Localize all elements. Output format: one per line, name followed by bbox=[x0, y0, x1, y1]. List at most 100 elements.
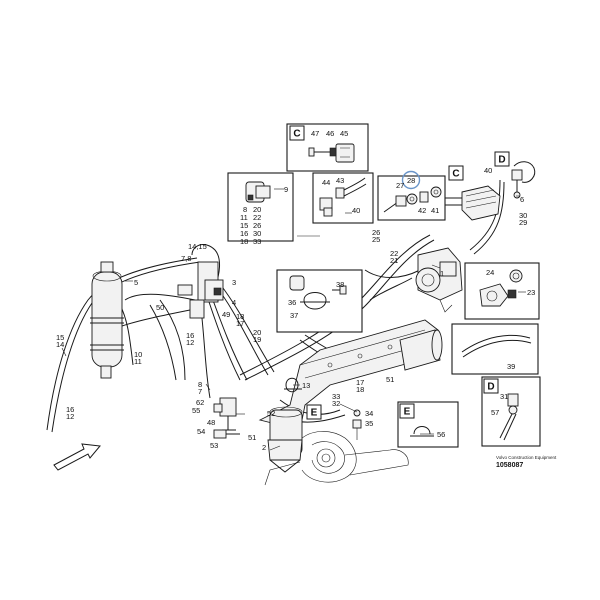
detail-box-e-center: E bbox=[306, 404, 362, 440]
label-26a: 26 bbox=[253, 221, 261, 230]
detail-box-hose-39 bbox=[451, 323, 539, 375]
label-19: 19 bbox=[253, 335, 261, 344]
label-20a: 20 bbox=[253, 205, 261, 214]
label-22: 22 bbox=[390, 249, 398, 258]
label-16b: 16 bbox=[66, 405, 74, 414]
detail-box-clip-9 bbox=[227, 172, 294, 242]
detail-box-clamp-36 bbox=[276, 269, 363, 333]
frame-rail bbox=[258, 319, 443, 431]
label-36: 36 bbox=[288, 298, 296, 307]
label-41: 41 bbox=[431, 206, 439, 215]
label-15: 15 bbox=[56, 333, 64, 342]
label-48: 48 bbox=[207, 418, 215, 427]
label-14: 14 bbox=[56, 340, 64, 349]
label-10: 10 bbox=[134, 350, 142, 359]
label-24: 24 bbox=[486, 268, 494, 277]
axle-housing bbox=[264, 431, 409, 486]
detail-letter-e-right: E bbox=[404, 407, 411, 418]
valve-62 bbox=[213, 397, 237, 431]
label-17b: 17 bbox=[356, 378, 364, 387]
label-40: 40 bbox=[484, 166, 492, 175]
detail-letter-d-top: D bbox=[498, 155, 505, 166]
detail-box-d-top: D bbox=[494, 151, 536, 199]
label-53: 53 bbox=[210, 441, 218, 450]
label-13: 13 bbox=[302, 381, 310, 390]
label-46: 46 bbox=[326, 129, 334, 138]
label-51b: 51 bbox=[386, 375, 394, 384]
valve-block-center bbox=[177, 261, 224, 319]
brand-text: Volvo Construction Equipment bbox=[496, 455, 557, 460]
label-43: 43 bbox=[336, 176, 344, 185]
label-12b: 12 bbox=[66, 412, 74, 421]
label-52: 52 bbox=[267, 409, 275, 418]
label-27: 27 bbox=[396, 181, 404, 190]
air-dryer-2 bbox=[267, 406, 303, 473]
label-47: 47 bbox=[311, 129, 319, 138]
compressor-1 bbox=[415, 247, 463, 313]
label-18a: 18 bbox=[240, 237, 248, 246]
diagram-id: 1058087 bbox=[496, 462, 524, 469]
detail-letter-e-center: E bbox=[311, 408, 318, 419]
part-number-labels: 47 46 45 9 8 20 11 22 15 26 16 30 18 33 … bbox=[56, 129, 535, 452]
label-49: 49 bbox=[222, 310, 230, 319]
detail-box-c-top: C bbox=[286, 123, 369, 172]
label-9: 9 bbox=[284, 185, 288, 194]
label-8a: 8 bbox=[243, 205, 247, 214]
label-57: 57 bbox=[491, 408, 499, 417]
label-33a: 33 bbox=[253, 237, 261, 246]
label-18: 18 bbox=[236, 312, 244, 321]
label-44: 44 bbox=[322, 178, 330, 187]
label-11a: 11 bbox=[240, 213, 248, 222]
label-56: 56 bbox=[437, 430, 445, 439]
label-18b: 18 bbox=[356, 385, 364, 394]
label-16: 16 bbox=[186, 331, 194, 340]
label-62: 62 bbox=[196, 398, 204, 407]
label-15a: 15 bbox=[240, 221, 248, 230]
label-28: 28 bbox=[407, 176, 415, 185]
diagram-credits: Volvo Construction Equipment 1058087 bbox=[496, 455, 576, 470]
detail-letter-c-right: C bbox=[452, 169, 459, 180]
label-26: 26 bbox=[372, 228, 380, 237]
detail-box-fittings-43 bbox=[312, 172, 374, 224]
label-45: 45 bbox=[340, 129, 348, 138]
label-38: 38 bbox=[336, 280, 344, 289]
label-39: 39 bbox=[507, 362, 515, 371]
label-14-15: 14,15 bbox=[188, 242, 207, 251]
label-12: 12 bbox=[186, 338, 194, 347]
label-54: 54 bbox=[197, 427, 205, 436]
label-6: 6 bbox=[520, 195, 524, 204]
label-11: 11 bbox=[134, 357, 142, 366]
detail-letter-d-bottom: D bbox=[487, 382, 494, 393]
label-22a: 22 bbox=[253, 213, 261, 222]
detail-box-e-right: E bbox=[397, 401, 459, 448]
air-tank-5 bbox=[90, 261, 124, 379]
label-7: 7 bbox=[198, 387, 202, 396]
label-17: 17 bbox=[236, 319, 244, 328]
detail-box-valve-24 bbox=[464, 262, 540, 320]
label-51a: 51 bbox=[248, 433, 256, 442]
label-21: 21 bbox=[390, 256, 398, 265]
label-34: 34 bbox=[365, 409, 373, 418]
label-30a: 30 bbox=[253, 229, 261, 238]
label-29: 29 bbox=[519, 218, 527, 227]
highlight-circle-28 bbox=[401, 170, 421, 190]
detail-letter-c-top: C bbox=[293, 129, 300, 140]
label-20: 20 bbox=[253, 328, 261, 337]
label-55: 55 bbox=[192, 406, 200, 415]
label-1: 1 bbox=[440, 269, 444, 278]
fitting-48 bbox=[213, 429, 240, 439]
detail-box-c-right: C bbox=[445, 165, 501, 221]
label-50: 50 bbox=[156, 303, 164, 312]
label-4: 4 bbox=[232, 298, 236, 307]
label-30: 30 bbox=[519, 211, 527, 220]
detail-box-d-bottom: D bbox=[481, 376, 541, 447]
detail-box-fittings-28 bbox=[377, 175, 446, 221]
label-23: 23 bbox=[527, 288, 535, 297]
label-5: 5 bbox=[134, 278, 138, 287]
label-7-8: 7,8 bbox=[181, 254, 191, 263]
label-8: 8 bbox=[198, 380, 202, 389]
label-16a: 16 bbox=[240, 229, 248, 238]
label-32: 32 bbox=[332, 399, 340, 408]
label-37: 37 bbox=[290, 311, 298, 320]
